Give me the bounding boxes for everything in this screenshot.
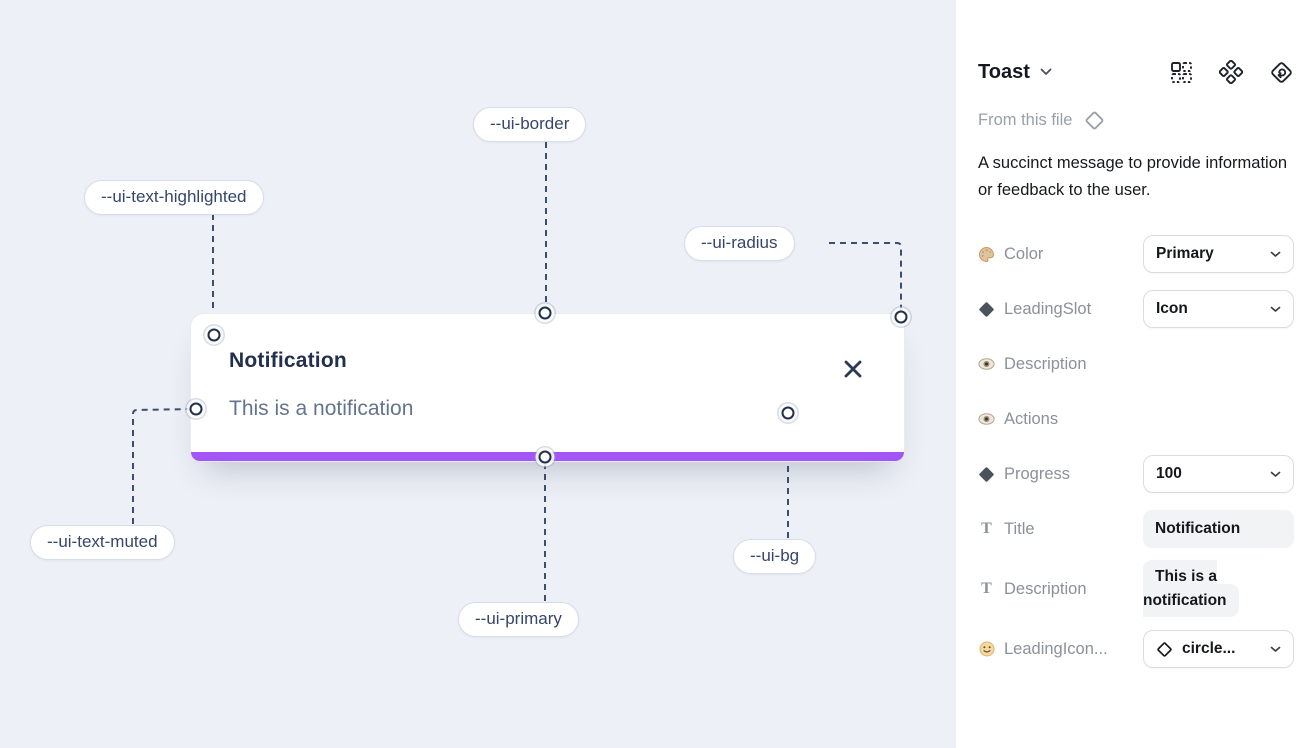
- diamond-icon: [978, 466, 995, 483]
- connector-primary[interactable]: [538, 450, 552, 464]
- var-label-ui-border[interactable]: --ui-border: [473, 107, 587, 142]
- component-icon[interactable]: [1219, 60, 1243, 84]
- prop-row-leadingicon: LeadingIcon... circle...: [978, 630, 1294, 669]
- prop-label-text: Title: [1004, 519, 1035, 538]
- chevron-down-icon: [1270, 306, 1281, 313]
- connector-bg[interactable]: [781, 406, 795, 420]
- connector-border[interactable]: [538, 306, 552, 320]
- instance-grid-icon[interactable]: [1170, 61, 1193, 84]
- prop-label-text: LeadingIcon...: [1004, 639, 1108, 658]
- chevron-down-icon[interactable]: [1040, 68, 1052, 76]
- var-label-ui-bg[interactable]: --ui-bg: [733, 539, 817, 574]
- component-name: Toast: [978, 60, 1030, 83]
- var-label-ui-primary[interactable]: --ui-primary: [458, 602, 579, 637]
- eye-icon: [978, 358, 995, 371]
- properties-panel: Toast: [956, 0, 1312, 748]
- prop-row-description-toggle: Description: [978, 345, 1294, 389]
- prop-row-progress: Progress 100: [978, 455, 1294, 494]
- connector-text-highlighted[interactable]: [207, 328, 221, 342]
- prop-row-actions-toggle: Actions: [978, 400, 1294, 444]
- var-label-ui-text-muted[interactable]: --ui-text-muted: [30, 525, 175, 560]
- chevron-down-icon: [1270, 471, 1281, 478]
- close-icon[interactable]: [842, 358, 864, 380]
- title-field[interactable]: Notification: [1143, 510, 1294, 549]
- prop-label-text: Description: [1004, 354, 1087, 373]
- prop-label-text: Progress: [1004, 464, 1071, 483]
- connector-radius[interactable]: [894, 310, 908, 324]
- color-dropdown[interactable]: Primary: [1143, 235, 1294, 274]
- prop-row-leadingslot: LeadingSlot Icon: [978, 290, 1294, 329]
- eye-icon: [978, 413, 995, 426]
- property-list: Color Primary LeadingSlot Icon: [978, 235, 1294, 669]
- toast-component[interactable]: Notification This is a notification: [190, 313, 905, 462]
- chevron-down-icon: [1270, 251, 1281, 258]
- dropdown-value: circle...: [1182, 640, 1236, 658]
- prop-row-color: Color Primary: [978, 235, 1294, 274]
- file-diamond-icon: [1084, 110, 1105, 131]
- prop-row-description-text: T Description This is a notification: [978, 560, 1294, 618]
- component-description: A succinct message to provide informatio…: [978, 154, 1288, 199]
- smiley-icon: [978, 641, 995, 657]
- description-field[interactable]: This is a notification: [1143, 560, 1239, 618]
- swap-instance-icon[interactable]: [1269, 60, 1294, 85]
- var-label-ui-radius[interactable]: --ui-radius: [684, 226, 795, 261]
- text-icon: T: [981, 580, 992, 598]
- dropdown-value: Primary: [1156, 245, 1214, 263]
- toast-description: This is a notification: [229, 397, 414, 420]
- progress-dropdown[interactable]: 100: [1143, 455, 1294, 494]
- instance-diamond-icon: [1156, 641, 1173, 658]
- prop-label-text: LeadingSlot: [1004, 299, 1092, 318]
- chevron-down-icon: [1270, 646, 1281, 653]
- connector-text-muted[interactable]: [189, 402, 203, 416]
- diamond-icon: [978, 301, 995, 318]
- design-canvas[interactable]: Notification This is a notification --ui…: [0, 0, 956, 748]
- text-icon: T: [981, 520, 992, 538]
- prop-label-text: Color: [1004, 244, 1044, 263]
- dropdown-value: Icon: [1156, 300, 1188, 318]
- prop-label-text: Actions: [1004, 409, 1059, 428]
- palette-icon: [978, 246, 995, 263]
- source-label: From this file: [978, 111, 1073, 129]
- source-row: From this file: [978, 110, 1294, 131]
- leadingslot-dropdown[interactable]: Icon: [1143, 290, 1294, 329]
- var-label-ui-text-highlighted[interactable]: --ui-text-highlighted: [84, 180, 264, 215]
- panel-header: Toast: [978, 55, 1294, 89]
- leadingicon-dropdown[interactable]: circle...: [1143, 630, 1294, 669]
- dropdown-value: 100: [1156, 465, 1182, 483]
- prop-label-text: Description: [1004, 579, 1087, 598]
- prop-row-title: T Title Notification: [978, 510, 1294, 549]
- toast-title: Notification: [229, 349, 347, 372]
